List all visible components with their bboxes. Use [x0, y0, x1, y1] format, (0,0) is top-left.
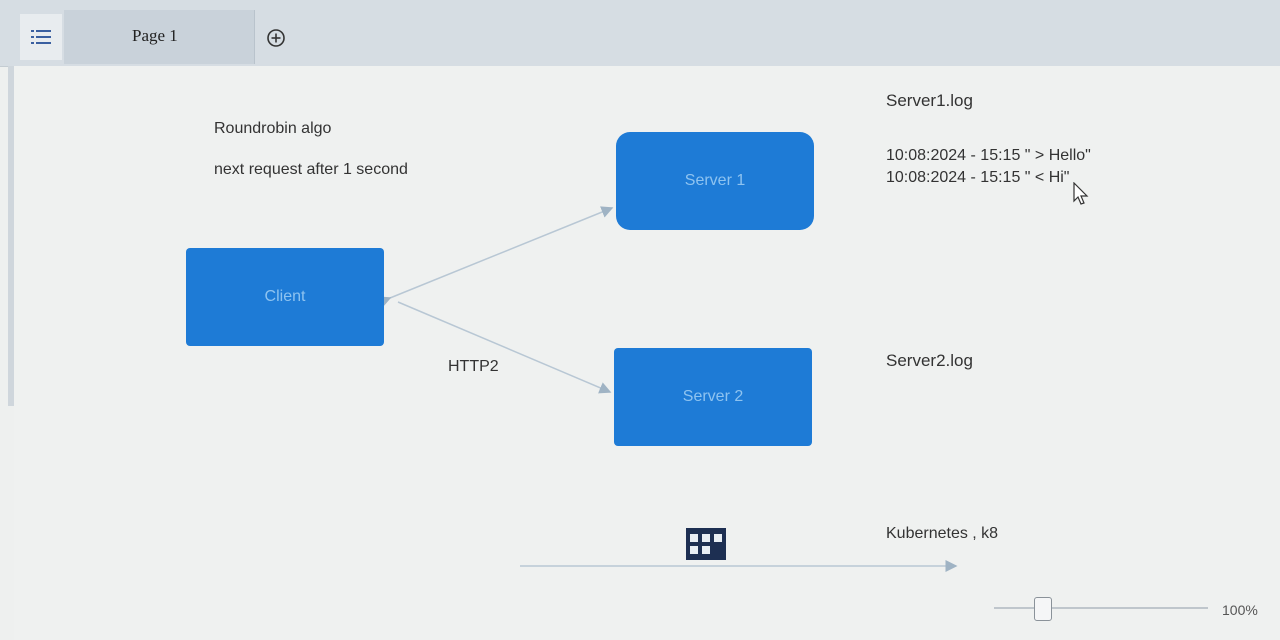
tab-page-1[interactable]: Page 1: [64, 10, 255, 64]
interval-note: next request after 1 second: [214, 161, 408, 178]
kubernetes-note: Kubernetes , k8: [886, 525, 999, 542]
menu-button[interactable]: [20, 14, 62, 60]
server1-node-label: Server 1: [684, 172, 746, 189]
zoom-level-label: 100%: [1222, 602, 1258, 618]
top-toolbar: Page 1: [0, 0, 1280, 67]
scrollbar[interactable]: [8, 66, 14, 406]
zoom-slider-track[interactable]: [994, 607, 1208, 609]
algo-note: Roundrobin algo: [214, 120, 332, 137]
grid-shape-icon[interactable]: [686, 528, 726, 560]
plus-circle-icon[interactable]: [266, 28, 286, 48]
server2-log-title: Server2.log: [886, 351, 973, 370]
server1-log-line-1: 10:08:2024 - 15:15 " > Hello": [886, 147, 1091, 164]
list-icon: [31, 30, 51, 44]
server2-node[interactable]: Server 2: [614, 348, 812, 446]
server2-node-label: Server 2: [682, 388, 744, 405]
server1-node[interactable]: Server 1: [616, 132, 814, 230]
client-node-label: Client: [264, 288, 306, 305]
server1-log-title: Server1.log: [886, 91, 973, 110]
mouse-cursor-icon: [1073, 182, 1089, 205]
edge-label: HTTP2: [448, 358, 499, 375]
zoom-slider-thumb[interactable]: [1034, 597, 1052, 621]
tab-page-1-label: Page 1: [132, 26, 178, 45]
server1-log-line-2: 10:08:2024 - 15:15 " < Hi": [886, 169, 1070, 186]
client-node[interactable]: Client: [186, 248, 384, 346]
